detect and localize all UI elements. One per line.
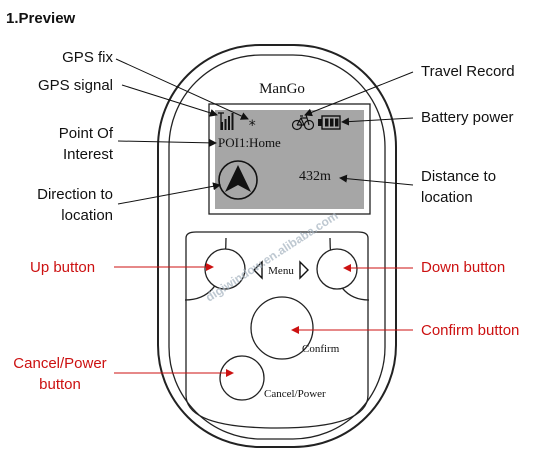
direction-arrow-icon: [218, 160, 258, 200]
label-direction-line2: location: [61, 207, 113, 224]
confirm-button[interactable]: [250, 296, 314, 360]
gps-signal-leader: [121, 84, 218, 117]
cancel-power-label: Cancel/Power: [264, 388, 326, 400]
menu-right-triangle-icon: [299, 260, 309, 280]
up-button[interactable]: [204, 248, 246, 290]
label-gps-fix: GPS fix: [62, 49, 113, 66]
label-distance-line1: Distance to: [421, 168, 496, 185]
gps-signal-icon: [218, 112, 234, 130]
black-leader-lines: [115, 58, 414, 205]
poi-leader: [117, 138, 217, 147]
label-poi-line1: Point Of: [59, 125, 114, 142]
distance-leader: [339, 174, 414, 186]
poi-text: POI1:Home: [218, 135, 281, 150]
battery-icon: [318, 115, 341, 130]
label-gps-signal: GPS signal: [38, 77, 113, 94]
gps-fix-leader: [115, 58, 249, 120]
label-battery-power: Battery power: [421, 109, 514, 126]
page-heading: 1.Preview: [6, 10, 76, 27]
label-up-button: Up button: [30, 259, 95, 276]
battery-leader: [341, 117, 414, 126]
confirm-label: Confirm: [302, 343, 340, 355]
label-down-button: Down button: [421, 259, 505, 276]
direction-leader: [117, 182, 221, 205]
cancel-power-button[interactable]: [219, 355, 265, 401]
menu-label: Menu: [268, 265, 294, 277]
menu-left-triangle-icon: [253, 260, 263, 280]
red-leader-lines: [114, 263, 413, 377]
label-cancel-line1: Cancel/Power: [13, 355, 106, 372]
travel-record-leader: [304, 71, 414, 117]
brand-name: ManGo: [259, 81, 305, 97]
gps-fix-icon: *: [248, 118, 256, 134]
bicycle-icon: [291, 114, 315, 131]
down-button[interactable]: [316, 248, 358, 290]
distance-value: 432m: [299, 169, 331, 184]
lcd-screen: [208, 103, 371, 215]
label-travel-record: Travel Record: [421, 63, 515, 80]
label-poi-line2: Interest: [63, 146, 114, 163]
label-direction-line1: Direction to: [37, 186, 113, 203]
label-cancel-line2: button: [39, 376, 81, 393]
label-confirm-button: Confirm button: [421, 322, 519, 339]
label-distance-line2: location: [421, 189, 473, 206]
